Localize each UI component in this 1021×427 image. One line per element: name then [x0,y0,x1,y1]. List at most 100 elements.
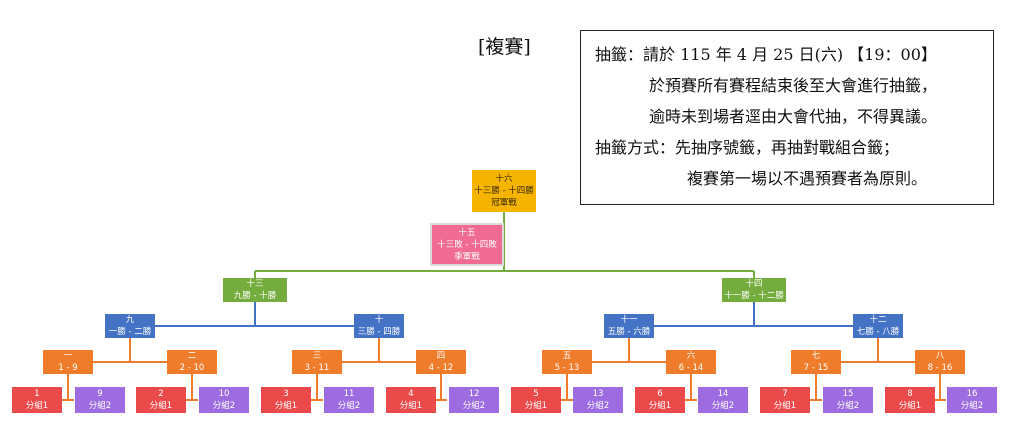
match-label: 冠軍戰 [491,198,517,208]
seed-number: 14 [717,389,729,399]
match-matchup: 7 - 15 [803,363,829,373]
seed-group: 分組1 [25,401,49,411]
quarterfinal-match-box: 十一 五勝 - 六勝 [604,314,654,338]
match-matchup: 三勝 - 四勝 [357,327,401,337]
match-number: 十五 [458,227,476,238]
notice-line-1: 抽籤：請於 115 年 4 月 25 日(六) 【19：00】 [595,45,937,64]
seed-number: 3 [283,389,289,399]
seed-group: 分組2 [337,401,361,411]
seed-box: 10 分組2 [199,387,249,413]
page-title: [複賽] [478,36,531,58]
match-number: 五 [562,351,572,361]
quarterfinal-match-box: 九 一勝 - 二勝 [105,314,155,338]
seed-number: 13 [592,389,604,399]
round1-match-box: 六 6 - 14 [666,350,716,374]
seed-group: 分組1 [648,401,672,411]
seed-box: 6 分組1 [635,387,685,413]
match-number: 三 [312,351,322,361]
seed-number: 15 [842,389,854,399]
match-matchup: 1 - 9 [58,363,78,373]
match-matchup: 一勝 - 二勝 [108,327,152,337]
seed-box: 3 分組1 [261,387,311,413]
match-matchup: 6 - 14 [678,363,704,373]
round1-match-box: 七 7 - 15 [791,350,841,374]
seed-box: 15 分組2 [823,387,873,413]
seed-box: 12 分組2 [449,387,499,413]
seed-group: 分組2 [462,401,486,411]
quarterfinal-match-box: 十二 七勝 - 八勝 [853,314,903,338]
seed-group: 分組1 [898,401,922,411]
seed-box: 13 分組2 [573,387,623,413]
seed-number: 10 [218,389,230,399]
third-place-match-box: 十五 十三敗 - 十四敗 季軍戰 [430,223,504,266]
notice-line-5: 複賽第一場以不遇預賽者為原則。 [687,169,928,188]
seed-box: 14 分組2 [698,387,748,413]
match-number: 二 [187,351,197,361]
seed-box: 9 分組2 [75,387,125,413]
seed-group: 分組1 [149,401,173,411]
final-match-box: 十六 十三勝 - 十四勝 冠軍戰 [472,170,536,212]
seed-group: 分組1 [274,401,298,411]
seed-number: 1 [34,389,40,399]
seed-box: 11 分組2 [324,387,374,413]
match-label: 季軍戰 [454,251,480,262]
seed-box: 7 分組1 [760,387,810,413]
seed-box: 4 分組1 [386,387,436,413]
seed-group: 分組1 [399,401,423,411]
match-matchup: 十三勝 - 十四勝 [474,186,534,196]
notice-line-4: 抽籤方式：先抽序號籤，再抽對戰組合籤； [595,138,900,157]
seed-group: 分組2 [212,401,236,411]
match-number: 十 [374,315,384,325]
match-matchup: 4 - 12 [428,363,454,373]
seed-group: 分組2 [836,401,860,411]
match-number: 八 [935,351,945,361]
match-number: 九 [125,315,135,325]
quarterfinal-match-box: 十 三勝 - 四勝 [354,314,404,338]
match-matchup: 九勝 - 十勝 [233,291,277,301]
match-matchup: 8 - 16 [927,363,953,373]
seed-number: 4 [408,389,414,399]
round1-match-box: 三 3 - 11 [292,350,342,374]
seed-number: 6 [657,389,663,399]
match-number: 十四 [745,279,763,289]
notice-line-2: 於預賽所有賽程結束後至大會進行抽籤， [649,76,938,95]
seed-box: 2 分組1 [136,387,186,413]
match-number: 六 [686,351,696,361]
seed-group: 分組2 [586,401,610,411]
notice-line-3: 逾時未到場者逕由大會代抽，不得異議。 [649,107,938,126]
seed-group: 分組2 [711,401,735,411]
match-number: 十二 [869,315,887,325]
round1-match-box: 八 8 - 16 [915,350,965,374]
semifinal-match-box: 十四 十一勝 - 十二勝 [722,278,786,302]
seed-number: 8 [907,389,913,399]
match-number: 十三 [246,279,264,289]
semifinal-match-box: 十三 九勝 - 十勝 [223,278,287,302]
seed-number: 9 [97,389,103,399]
match-matchup: 3 - 11 [304,363,330,373]
seed-group: 分組1 [773,401,797,411]
match-number: 四 [436,351,446,361]
round1-match-box: 五 5 - 13 [542,350,592,374]
seed-group: 分組2 [88,401,112,411]
match-matchup: 2 - 10 [179,363,205,373]
match-matchup: 七勝 - 八勝 [856,327,900,337]
draw-notice-box: 抽籤：請於 115 年 4 月 25 日(六) 【19：00】 於預賽所有賽程結… [580,30,994,205]
seed-number: 11 [343,389,355,399]
seed-number: 7 [782,389,788,399]
seed-number: 16 [966,389,978,399]
match-number: 一 [63,351,73,361]
round1-match-box: 四 4 - 12 [416,350,466,374]
seed-box: 1 分組1 [12,387,62,413]
seed-group: 分組2 [960,401,984,411]
seed-box: 16 分組2 [947,387,997,413]
match-number: 十六 [495,174,513,184]
seed-group: 分組1 [524,401,548,411]
seed-number: 2 [158,389,164,399]
seed-number: 5 [533,389,539,399]
match-number: 十一 [620,315,638,325]
seed-box: 5 分組1 [511,387,561,413]
match-matchup: 十一勝 - 十二勝 [724,291,784,301]
match-number: 七 [811,351,821,361]
seed-box: 8 分組1 [885,387,935,413]
